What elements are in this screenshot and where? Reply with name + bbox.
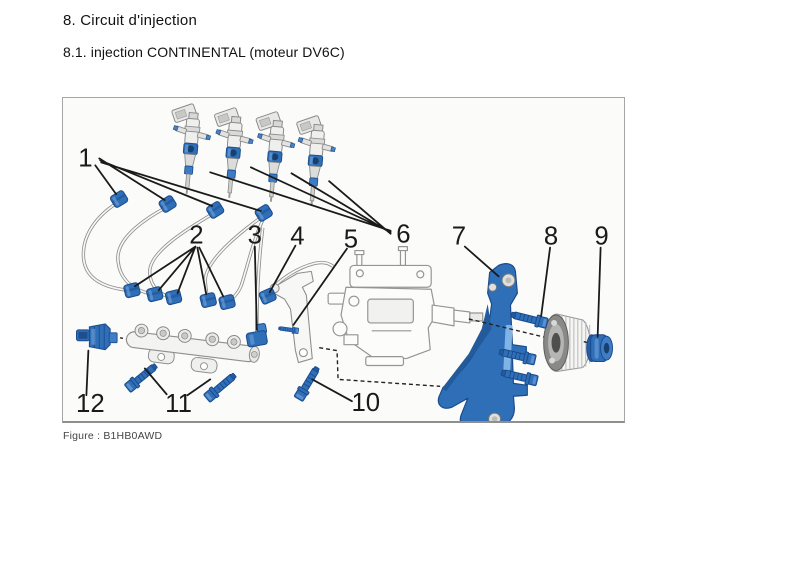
callout-10: 10 <box>351 389 380 417</box>
callout-3: 3 <box>248 222 262 250</box>
callout-5: 5 <box>344 226 358 254</box>
assembly-dashed-path <box>319 346 441 388</box>
callout-9: 9 <box>594 223 608 251</box>
pump-bracket <box>437 263 528 421</box>
callout-4: 4 <box>290 223 304 251</box>
injector-3 <box>248 108 299 204</box>
rail-pressure-sensor <box>75 323 118 351</box>
high-pressure-pump <box>327 246 484 367</box>
callout-2: 2 <box>189 222 203 250</box>
callout-numbers: 1 2 3 4 5 6 7 8 9 10 11 12 <box>76 144 609 418</box>
sensor-dashed-link <box>119 337 127 340</box>
sprocket-nut <box>586 334 613 363</box>
subsection-heading: 8.1. injection CONTINENTAL (moteur DV6C) <box>63 44 345 60</box>
callout-1: 1 <box>78 144 92 172</box>
pump-support-plate <box>268 270 314 364</box>
injectors <box>163 101 339 208</box>
section-heading: 8. Circuit d'injection <box>63 12 197 29</box>
axis-dashed-line <box>468 318 552 340</box>
injector-4 <box>288 112 339 208</box>
figure-panel: 1 2 3 4 5 6 7 8 9 10 11 12 <box>62 97 625 423</box>
callout-6: 6 <box>396 221 410 249</box>
high-pressure-pipes <box>81 199 335 332</box>
callout-12: 12 <box>76 390 105 418</box>
fuel-rail <box>125 323 260 374</box>
leader-lines <box>85 157 602 403</box>
callout-11: 11 <box>165 390 192 418</box>
pump-sprocket <box>543 313 591 373</box>
callout-7: 7 <box>452 223 466 251</box>
callout-8: 8 <box>544 223 558 251</box>
figure-caption: Figure : B1HB0AWD <box>63 430 163 442</box>
exploded-view-diagram: 1 2 3 4 5 6 7 8 9 10 11 12 <box>75 101 613 421</box>
injector-1 <box>163 101 214 196</box>
rail-unions <box>134 323 241 349</box>
